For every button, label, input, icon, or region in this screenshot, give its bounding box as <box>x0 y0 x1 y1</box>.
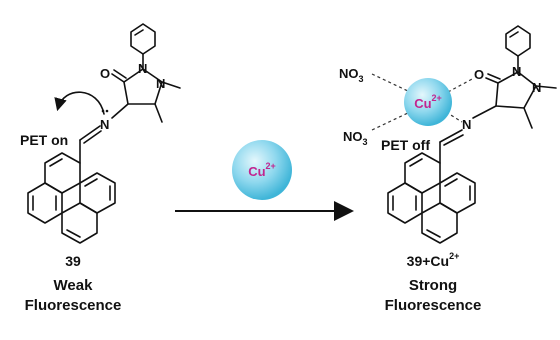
left-caption-line1: Weak <box>54 277 94 294</box>
left-caption-line2: Fluorescence <box>25 297 122 314</box>
nitrate-top-label: NO3 <box>339 66 364 84</box>
right-pyrazolone-n2: N <box>532 80 541 95</box>
phenyl-double-bond <box>509 31 519 38</box>
c-methyl-bond <box>154 103 163 123</box>
pyrazolone-ring <box>495 71 537 109</box>
carbonyl-bond <box>485 77 499 84</box>
coordination-bond-nitrate-top <box>371 73 411 93</box>
right-pet-label: PET off <box>381 137 430 153</box>
pyrene-ring-bottom <box>421 202 458 244</box>
copper-ion-complex-sphere <box>404 78 452 126</box>
complex-label: 39+Cu2+ <box>407 251 460 269</box>
copper-ion-complex-label: Cu2+ <box>414 93 442 111</box>
right-caption-line2: Fluorescence <box>385 297 482 314</box>
pyrazolone-ring <box>123 68 163 105</box>
right-caption-line1: Strong <box>409 277 457 294</box>
pyrene-double-bond <box>84 178 98 187</box>
compound-39-structure <box>27 23 181 244</box>
copper-ion-reagent-sphere <box>232 140 292 200</box>
pyrene-double-bond <box>409 158 423 167</box>
imine-bond <box>79 125 101 141</box>
imine-double-bond <box>443 134 464 146</box>
pyrene-double-bond <box>444 178 458 187</box>
phenyl-double-bond <box>134 29 144 36</box>
coordination-bond-oxygen <box>447 77 475 93</box>
coordination-bond-nitrate-bottom <box>371 111 411 131</box>
left-carbonyl-oxygen: O <box>100 66 110 81</box>
n-c4-bond <box>111 103 129 119</box>
c-methyl-bond <box>523 107 533 129</box>
imine-double-bond <box>83 130 102 144</box>
pet-curved-arrow <box>54 91 105 115</box>
n-methyl-bond <box>161 81 181 89</box>
carbonyl-bond <box>111 73 125 83</box>
imine-bond <box>439 129 463 143</box>
nitrate-bottom-label: NO3 <box>343 129 368 147</box>
pyrene-ring-bottom <box>61 202 98 244</box>
right-imine-nitrogen: N <box>462 117 471 132</box>
carbonyl-double-bond <box>487 73 501 80</box>
phenyl-ring <box>130 23 156 55</box>
pyrene-double-bond <box>49 158 63 167</box>
left-pet-label: PET on <box>20 132 68 148</box>
left-pyrazolone-n1: N <box>138 61 147 76</box>
complex-39-cu-structure <box>371 25 557 244</box>
right-carbonyl-oxygen: O <box>474 67 484 82</box>
left-imine-nitrogen: N <box>100 117 109 132</box>
pyrene-double-bond <box>426 229 441 238</box>
right-pyrazolone-n1: N <box>512 64 521 79</box>
n-c4-bond <box>472 105 497 119</box>
left-pyrazolone-n2: N <box>156 76 165 91</box>
phenyl-ring <box>505 25 531 57</box>
carbonyl-double-bond <box>113 69 127 79</box>
lone-pair-dot <box>105 109 109 113</box>
pyrene-double-bond <box>66 229 81 238</box>
copper-ion-reagent-label: Cu2+ <box>248 161 276 179</box>
n-methyl-bond <box>535 85 557 89</box>
left-compound-number: 39 <box>65 253 81 269</box>
lone-pair-dot <box>101 109 105 113</box>
